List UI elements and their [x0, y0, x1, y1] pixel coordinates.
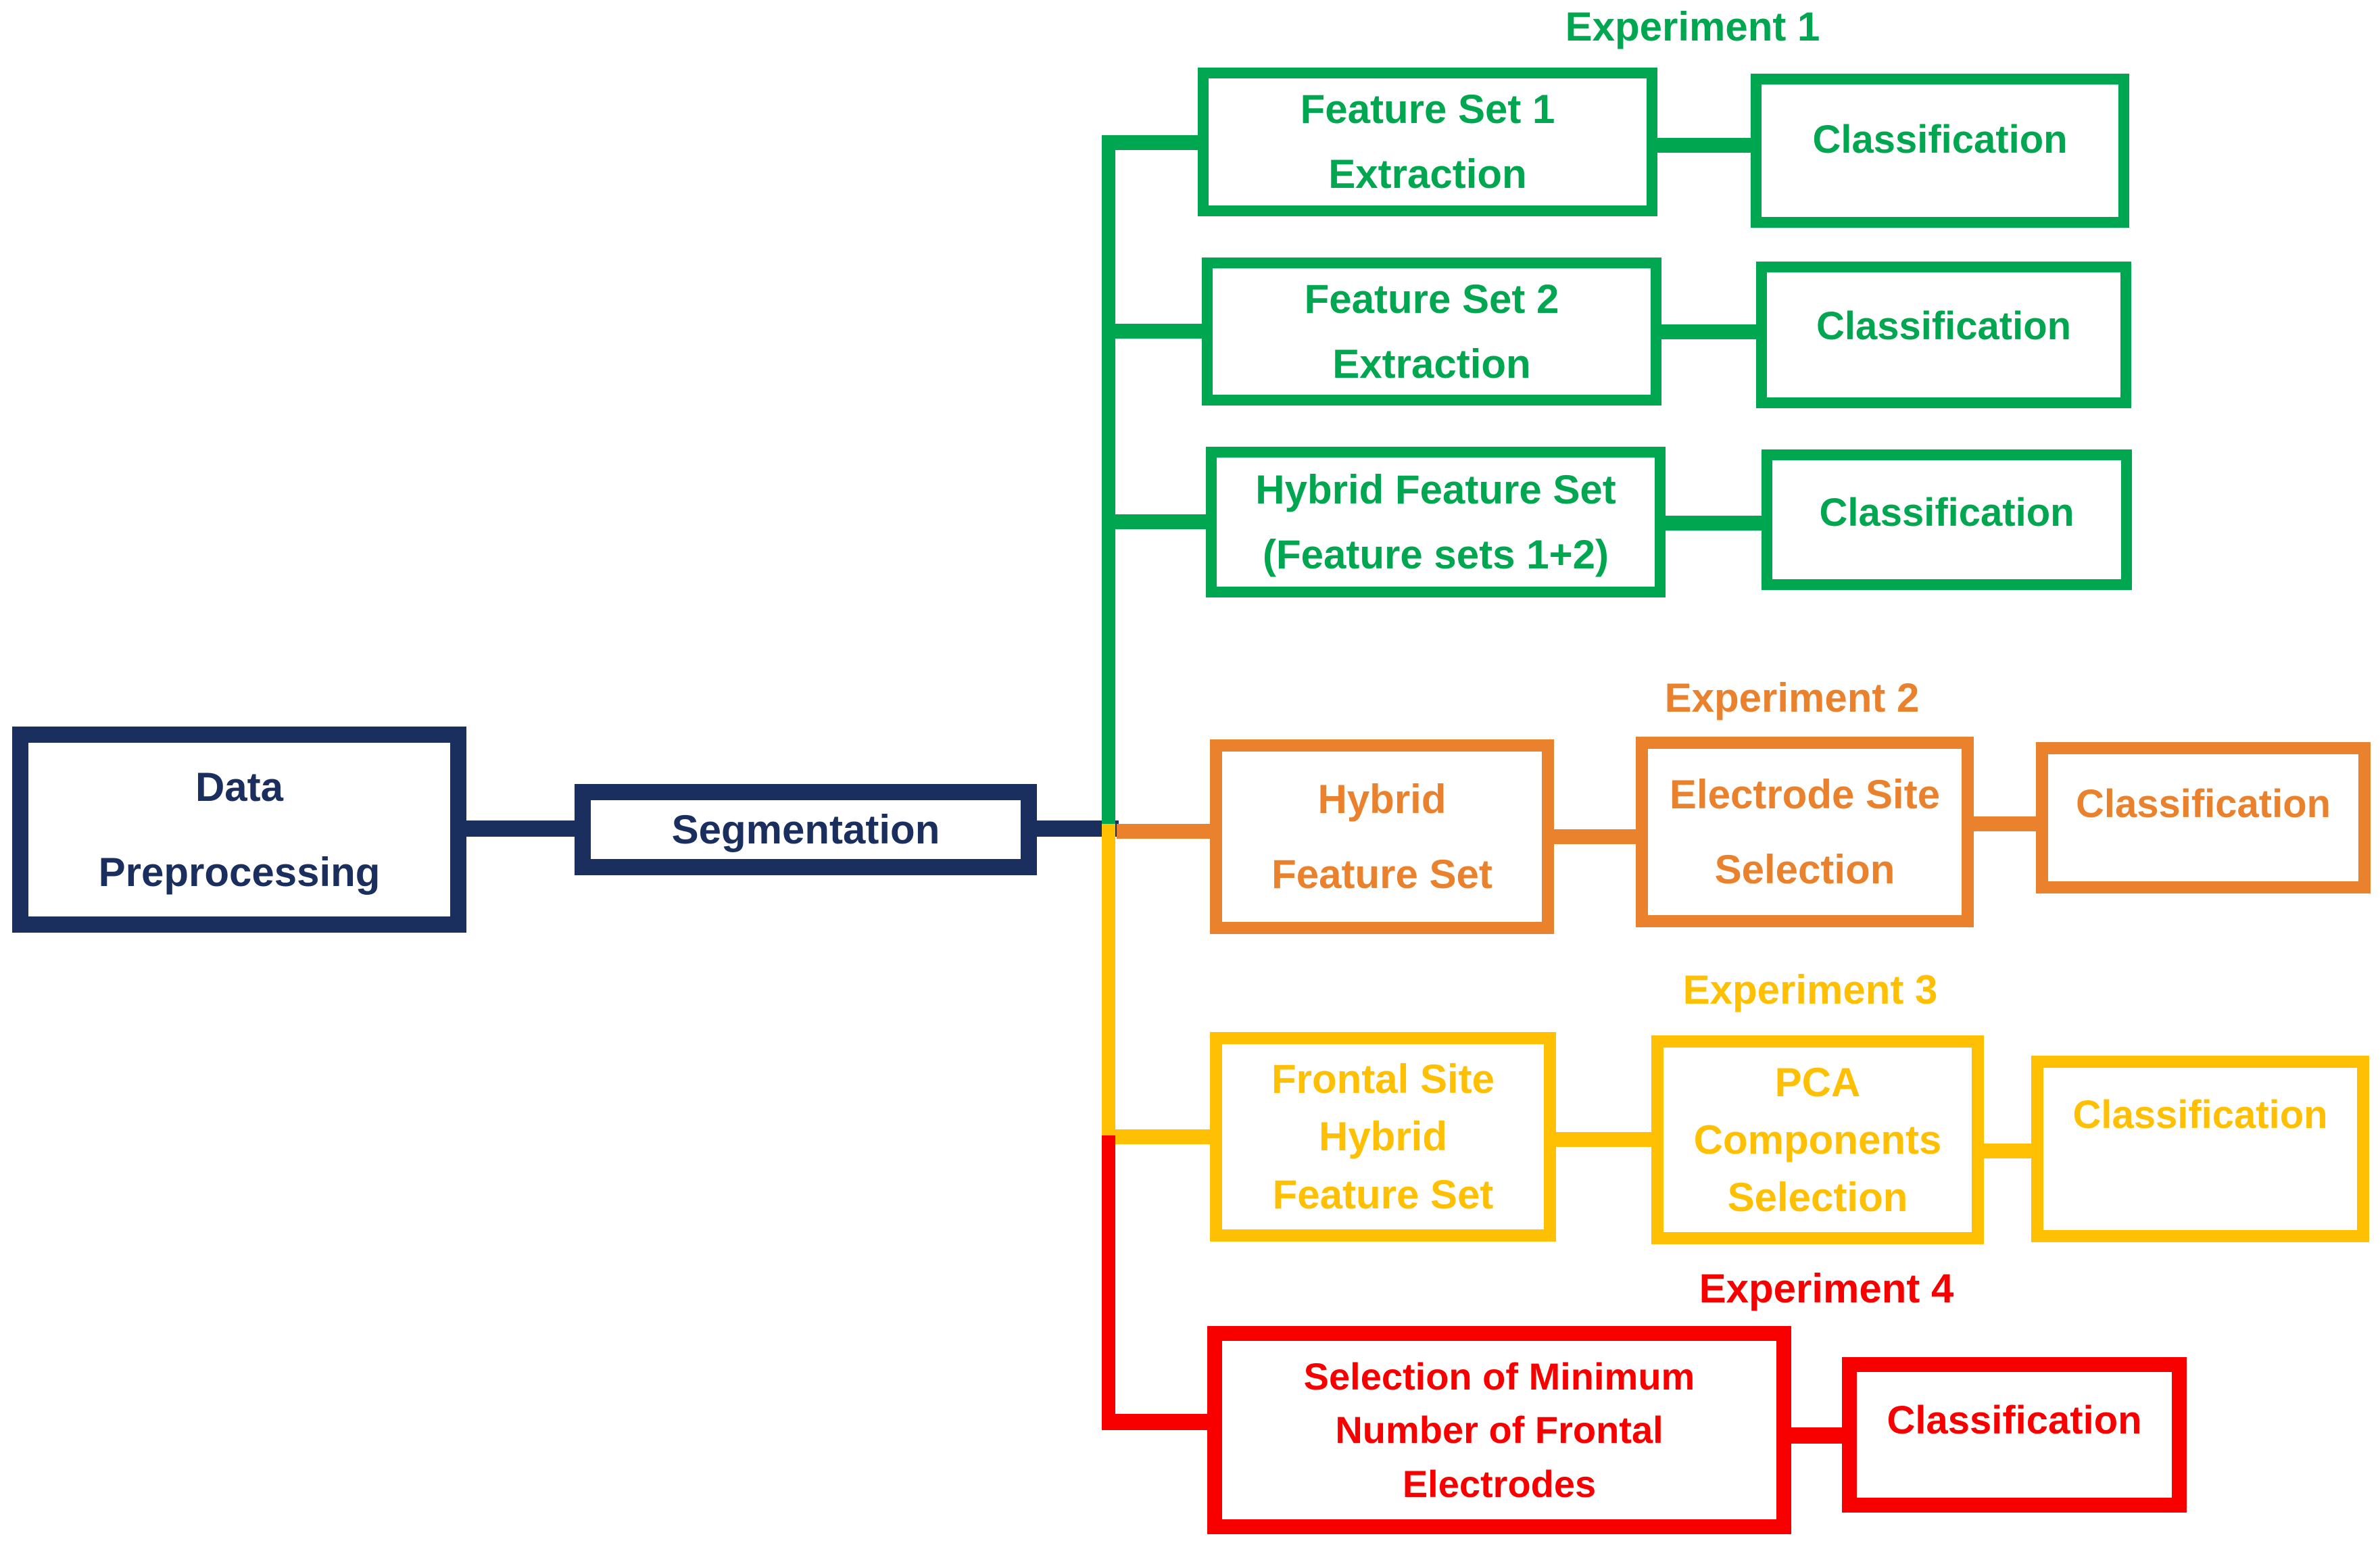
connector-green-branch-1	[1102, 135, 1198, 150]
exp3-pca-line2: Components	[1693, 1117, 1942, 1162]
exp1-classification-1-box: Classification	[1751, 74, 2129, 228]
connector-pca-to-classification	[1984, 1144, 2031, 1158]
connector-data-to-segmentation	[466, 820, 575, 837]
exp2-classification-label: Classification	[2075, 782, 2331, 826]
exp3-pca-components-box: PCA Components Selection	[1651, 1035, 1984, 1244]
connector-junction-to-hybrid-feature-set	[1117, 824, 1210, 839]
exp3-classification-label: Classification	[2072, 1093, 2328, 1137]
exp2-electrode-line2: Selection	[1714, 847, 1895, 892]
exp3-frontal-line3: Feature Set	[1272, 1171, 1494, 1217]
exp1-classification-2-box: Classification	[1756, 262, 2131, 408]
exp1-hybrid-line1: Hybrid Feature Set	[1255, 466, 1616, 512]
data-preprocessing-line1: Data	[195, 764, 284, 810]
connector-yellow-branch	[1102, 1129, 1210, 1144]
exp2-electrode-line1: Electrode Site	[1669, 772, 1941, 817]
exp1-feature-set-2-line2: Extraction	[1332, 341, 1531, 387]
connector-red-branch	[1102, 1414, 1207, 1430]
connector-frontal-to-pca	[1556, 1132, 1651, 1147]
exp4-selection-line2: Number of Frontal	[1335, 1408, 1663, 1452]
exp3-pca-line3: Selection	[1727, 1175, 1908, 1221]
exp1-feature-set-2-box: Feature Set 2 Extraction	[1202, 258, 1661, 406]
experiment-4-title: Experiment 4	[1699, 1266, 1954, 1311]
exp4-classification-box: Classification	[1842, 1357, 2187, 1513]
exp4-selection-line1: Selection of Minimum	[1303, 1354, 1695, 1398]
exp2-hybrid-line1: Hybrid	[1317, 777, 1447, 822]
segmentation-box: Segmentation	[575, 784, 1037, 875]
experiment-2-title: Experiment 2	[1664, 675, 1920, 720]
connector-featureset1-to-classification	[1657, 138, 1751, 153]
exp3-classification-box: Classification	[2031, 1056, 2369, 1242]
experiment-3-title: Experiment 3	[1682, 967, 1938, 1012]
connector-hybrid-to-electrode-selection	[1554, 829, 1636, 844]
data-preprocessing-line2: Preprocessing	[98, 849, 381, 895]
segmentation-label: Segmentation	[671, 807, 940, 852]
connector-red-trunk	[1102, 1135, 1115, 1430]
exp3-pca-line1: PCA	[1774, 1059, 1861, 1105]
exp3-frontal-line1: Frontal Site	[1271, 1056, 1495, 1102]
exp2-hybrid-line2: Feature Set	[1271, 852, 1492, 897]
exp1-classification-3-label: Classification	[1819, 491, 2074, 535]
connector-green-trunk	[1102, 135, 1115, 837]
connector-hybridset-to-classification	[1666, 516, 1762, 531]
data-preprocessing-box: Data Preprocessing	[12, 727, 466, 933]
exp2-hybrid-feature-set-box: Hybrid Feature Set	[1210, 739, 1554, 934]
connector-selection-to-classification	[1791, 1427, 1842, 1444]
exp1-classification-1-label: Classification	[1812, 118, 2068, 162]
exp4-selection-line3: Electrodes	[1402, 1462, 1597, 1505]
connector-featureset2-to-classification	[1661, 324, 1756, 339]
exp1-classification-2-label: Classification	[1816, 304, 2072, 348]
connector-green-branch-3	[1102, 514, 1206, 529]
exp1-feature-set-1-line2: Extraction	[1328, 151, 1527, 197]
exp1-hybrid-feature-set-box: Hybrid Feature Set (Feature sets 1+2)	[1206, 447, 1666, 597]
exp1-feature-set-1-box: Feature Set 1 Extraction	[1198, 68, 1657, 216]
connector-green-branch-2	[1102, 324, 1202, 339]
exp1-classification-3-box: Classification	[1762, 449, 2132, 590]
exp3-frontal-site-hybrid-box: Frontal Site Hybrid Feature Set	[1210, 1032, 1556, 1242]
exp2-classification-box: Classification	[2036, 742, 2371, 893]
exp1-hybrid-line2: (Feature sets 1+2)	[1263, 531, 1609, 577]
connector-electrode-to-classification	[1974, 816, 2036, 831]
connector-yellow-trunk	[1102, 824, 1115, 1144]
exp4-classification-label: Classification	[1887, 1398, 2142, 1442]
exp3-frontal-line2: Hybrid	[1318, 1114, 1448, 1160]
exp1-feature-set-2-line1: Feature Set 2	[1304, 276, 1559, 322]
exp2-electrode-site-selection-box: Electrode Site Selection	[1636, 737, 1974, 927]
exp4-minimum-electrodes-box: Selection of Minimum Number of Frontal E…	[1207, 1326, 1791, 1534]
experiment-1-title: Experiment 1	[1565, 4, 1820, 49]
exp1-feature-set-1-line1: Feature Set 1	[1300, 87, 1555, 132]
